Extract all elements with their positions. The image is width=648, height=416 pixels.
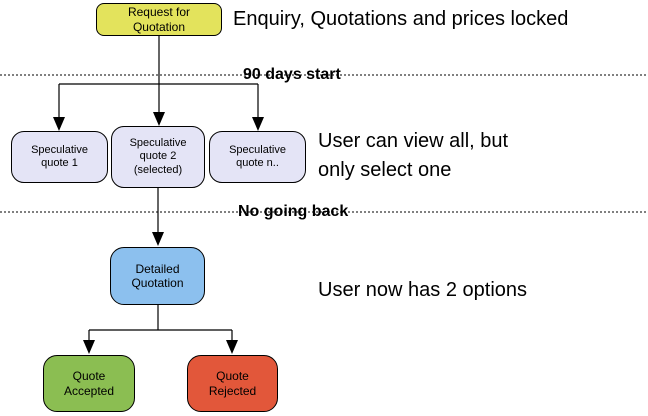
arrowhead-icon xyxy=(226,340,238,354)
node-quote-accepted: Quote Accepted xyxy=(43,355,135,412)
node-speculative-quote-n: Speculative quote n.. xyxy=(209,131,306,183)
node-speculative-quote-2-selected: Speculative quote 2 (selected) xyxy=(111,126,205,188)
divider-label-no-going-back: No going back xyxy=(238,203,349,220)
node-speculative-quote-1: Speculative quote 1 xyxy=(11,131,108,183)
node-detailed-quotation: Detailed Quotation xyxy=(110,247,205,305)
annotation-two-options: User now has 2 options xyxy=(318,279,528,301)
arrowhead-icon xyxy=(252,117,264,131)
arrowhead-icon xyxy=(153,112,165,126)
annotation-view-all: User can view all, but only select one xyxy=(318,130,509,181)
node-quote-rejected: Quote Rejected xyxy=(187,355,278,412)
arrowhead-icon xyxy=(53,117,65,131)
node-request-for-quotation: Request for Quotation xyxy=(96,3,222,36)
arrowhead-icon xyxy=(83,340,95,354)
divider-label-90-days-start: 90 days start xyxy=(243,66,341,83)
arrowhead-icon xyxy=(152,232,164,246)
annotation-enquiry: Enquiry, Quotations and prices locked xyxy=(233,8,569,30)
